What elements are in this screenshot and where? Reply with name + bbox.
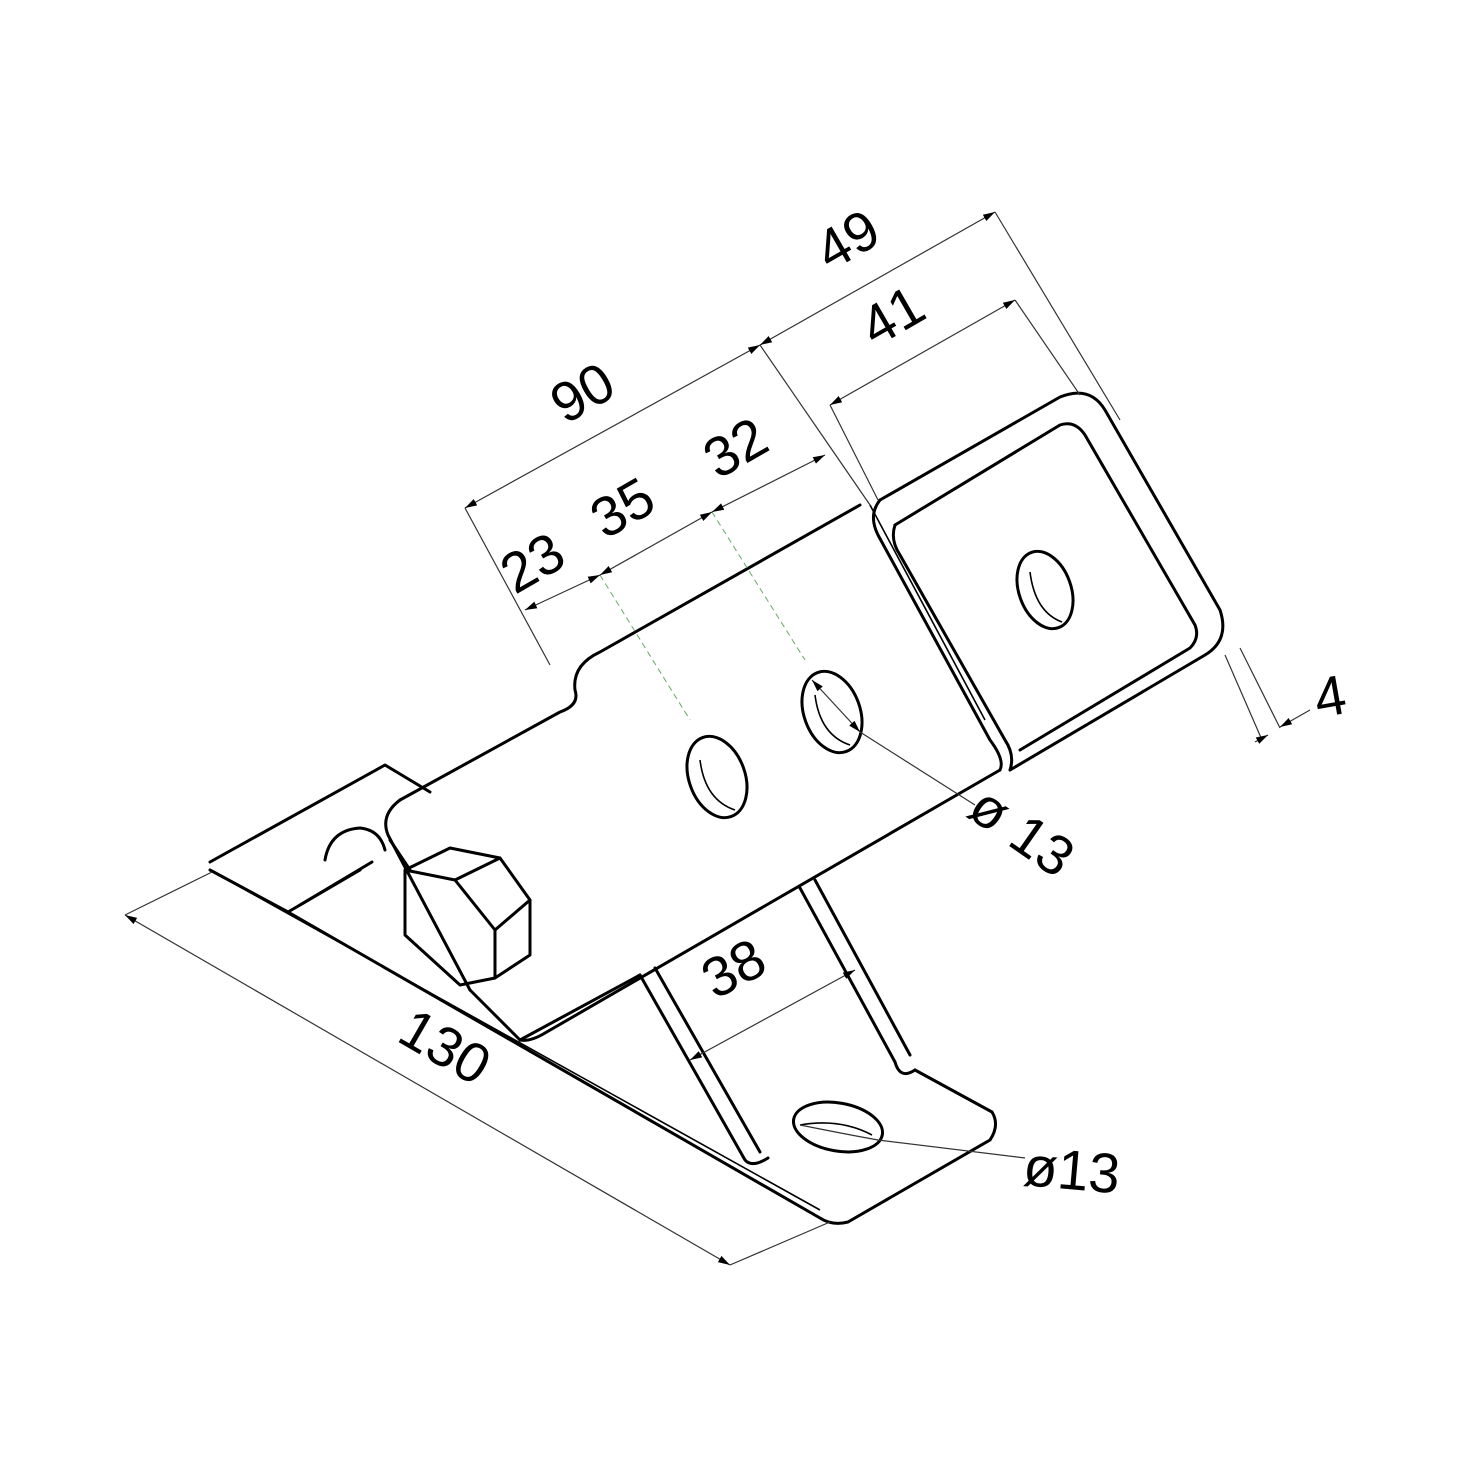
dim-hole-upper: ø 13 (958, 773, 1086, 889)
dim-41: 41 (850, 273, 935, 359)
dim-49: 49 (805, 197, 890, 283)
upright-leg (638, 878, 917, 1165)
dim-130: 130 (389, 996, 501, 1097)
dim-32: 32 (693, 405, 778, 491)
dim-35: 35 (580, 465, 665, 551)
dim-90: 90 (540, 350, 625, 436)
hex-bolt (403, 846, 532, 987)
dimension-lines (124, 211, 1311, 1266)
dim-4: 4 (1309, 662, 1351, 729)
dim-38: 38 (691, 926, 776, 1011)
holes (323, 549, 1075, 1154)
dim-hole-base: ø13 (1021, 1134, 1123, 1205)
